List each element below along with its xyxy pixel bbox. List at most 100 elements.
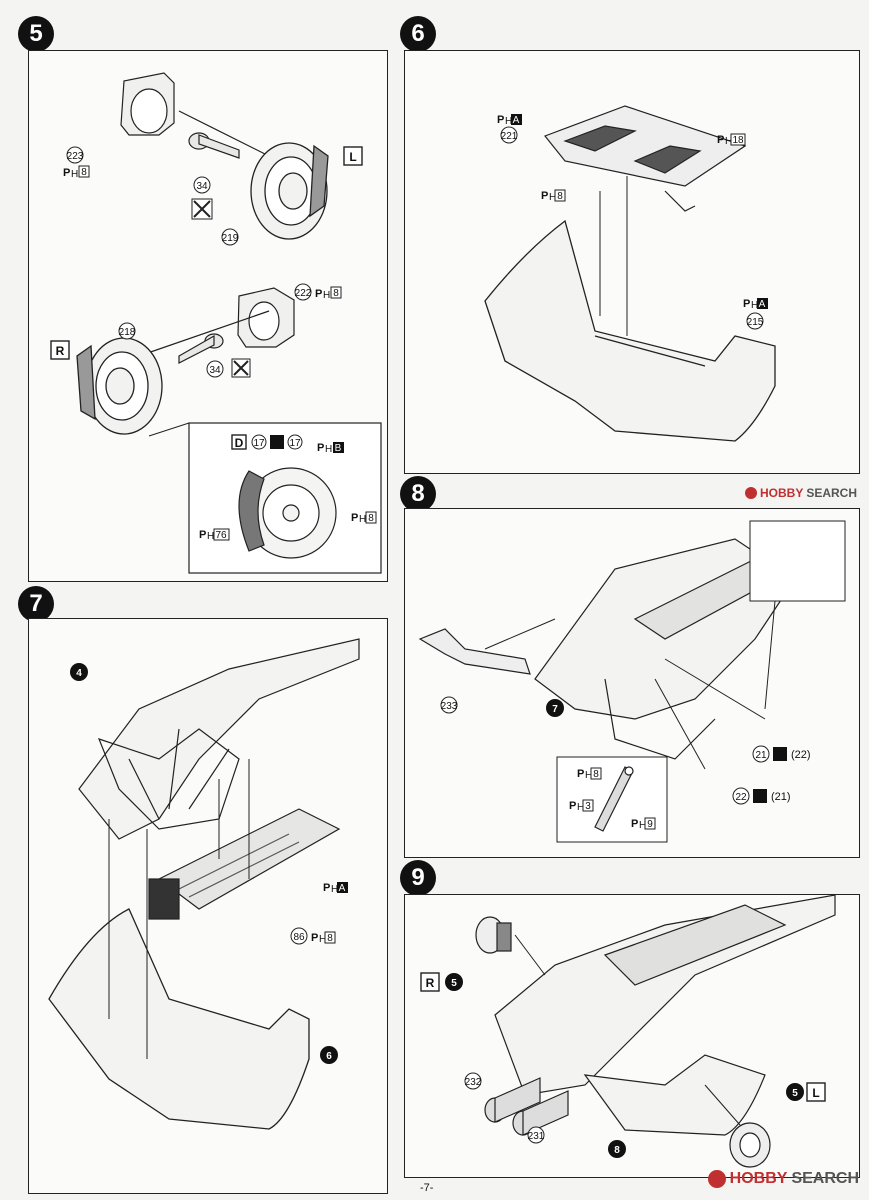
shock-ph-9: 9 <box>647 819 653 830</box>
side-right-box <box>420 972 440 992</box>
ph-sub: H <box>319 934 326 945</box>
ph-sub: H <box>331 884 338 895</box>
ph-prefix: P <box>323 882 330 894</box>
step-7-illustration: 4 P H A 86 P H 8 6 <box>48 638 360 1130</box>
ref-step-8: 8 <box>614 1145 620 1156</box>
ref-step-5-left: 5 <box>792 1088 798 1099</box>
inset-letter-box <box>231 434 247 450</box>
ph-sub: H <box>725 136 732 147</box>
part-number-215: 215 <box>747 317 764 328</box>
ph-prefix: P <box>569 800 576 812</box>
watermark-brand: HOBBY <box>759 486 804 500</box>
ph-18: 18 <box>732 135 744 146</box>
side-right-label: R <box>56 344 65 358</box>
shock-absorber <box>594 766 634 832</box>
shock-ph-3: 3 <box>585 801 591 812</box>
ref-step-7: 7 <box>552 704 558 715</box>
exhaust-tips <box>484 1077 569 1136</box>
detail-inset <box>749 520 846 602</box>
part-number-221: 221 <box>501 131 518 142</box>
ph-prefix: P <box>541 190 548 202</box>
ph-prefix: P <box>351 512 358 524</box>
ph-prefix: P <box>743 298 750 310</box>
watermark-bottom: HOBBY SEARCH <box>707 1170 859 1188</box>
step-number: 9 <box>411 864 425 891</box>
ph-sub: H <box>505 116 512 127</box>
ph-prefix: P <box>63 167 70 179</box>
step-number: 6 <box>411 20 425 47</box>
exhaust-233 <box>418 628 531 675</box>
ph-a-top: A <box>513 115 520 126</box>
side-right-label: R <box>426 976 435 990</box>
ph-8: 8 <box>557 191 563 202</box>
step-9-illustration: R 5 5 L 232 231 8 <box>420 895 836 1168</box>
wheel-hub-right <box>475 916 512 954</box>
step-9-badge: 9 <box>400 860 436 896</box>
hobby-search-logo-icon <box>744 487 757 499</box>
part-number-222: 222 <box>295 288 312 299</box>
side-left-box <box>343 146 363 166</box>
side-left-box <box>806 1082 826 1102</box>
ph-prefix: P <box>315 288 322 300</box>
ph-prefix: P <box>317 442 324 454</box>
step-5-badge: 5 <box>18 16 54 52</box>
brake-disc-218 <box>76 337 163 435</box>
step-9-panel: R 5 5 L 232 231 8 <box>404 894 860 1178</box>
full-chassis <box>494 895 836 1136</box>
part-21-paren: (21) <box>771 791 791 803</box>
step-6-badge: 6 <box>400 16 436 52</box>
ph-sub: H <box>359 514 366 525</box>
chassis-assembly <box>534 538 796 760</box>
step-5-panel: 223 P H 8 34 219 L 222 P H 8 218 R 34 D … <box>28 50 388 582</box>
ph-value-222: 8 <box>333 288 339 299</box>
part-22-paren: (22) <box>791 749 811 761</box>
watermark-search: SEARCH <box>806 486 857 500</box>
step-number: 7 <box>29 590 43 617</box>
ph-8: 8 <box>327 933 333 944</box>
part-number-218: 218 <box>119 327 136 338</box>
inset-letter: D <box>235 436 244 450</box>
ph-value-223: 8 <box>81 167 87 178</box>
watermark-brand: HOBBY <box>729 1170 788 1187</box>
decal-icon <box>270 435 284 449</box>
side-left-label: L <box>812 1086 819 1100</box>
part-number-232: 232 <box>465 1077 482 1088</box>
wheel-hub-left <box>729 1122 771 1168</box>
shock-ph-8: 8 <box>593 769 599 780</box>
part-number-231: 231 <box>528 1131 545 1142</box>
ph-sub: H <box>585 770 592 781</box>
ph-sub: H <box>549 192 556 203</box>
step-8-badge: 8 <box>400 476 436 512</box>
part-number-86: 86 <box>293 932 305 943</box>
ph-prefix: P <box>717 134 724 146</box>
ph-a-right: A <box>759 299 766 310</box>
step-7-panel: 4 P H A 86 P H 8 6 <box>28 618 388 1194</box>
step-8-illustration: 233 7 21 (22) 22 (21) P H 8 P H 3 P H 9 <box>418 520 846 843</box>
step-7-badge: 7 <box>18 586 54 622</box>
inset-ph-76: 76 <box>215 530 227 541</box>
suspension-arms-221 <box>544 105 747 212</box>
decal-icon <box>773 747 787 761</box>
part-number-219: 219 <box>222 233 239 244</box>
ph-prefix: P <box>577 768 584 780</box>
upright-222 <box>237 287 295 348</box>
hobby-search-logo-icon <box>707 1170 726 1188</box>
floor-pan-step6 <box>48 908 310 1130</box>
ph-sub: H <box>577 802 584 813</box>
inset-ph-8: 8 <box>368 513 374 524</box>
inset-part-a: 17 <box>253 438 265 449</box>
ph-sub: H <box>323 290 330 301</box>
ph-sub: H <box>207 531 214 542</box>
floor-pan-215 <box>484 219 776 442</box>
inset-ph-b: B <box>335 443 342 454</box>
step-5-illustration: 223 P H 8 34 219 L 222 P H 8 218 R 34 D … <box>50 72 382 574</box>
ph-sub: H <box>71 169 78 180</box>
part-number-34-right: 34 <box>209 365 221 376</box>
watermark-top: HOBBY SEARCH <box>744 486 857 500</box>
part-number-233: 233 <box>441 701 458 712</box>
step-6-panel: P H A 221 P H 18 P H 8 P H A 215 <box>404 50 860 474</box>
ph-a: A <box>339 883 346 894</box>
side-left-label: L <box>349 150 356 164</box>
ph-sub: H <box>325 444 332 455</box>
watermark-search: SEARCH <box>791 1170 859 1187</box>
